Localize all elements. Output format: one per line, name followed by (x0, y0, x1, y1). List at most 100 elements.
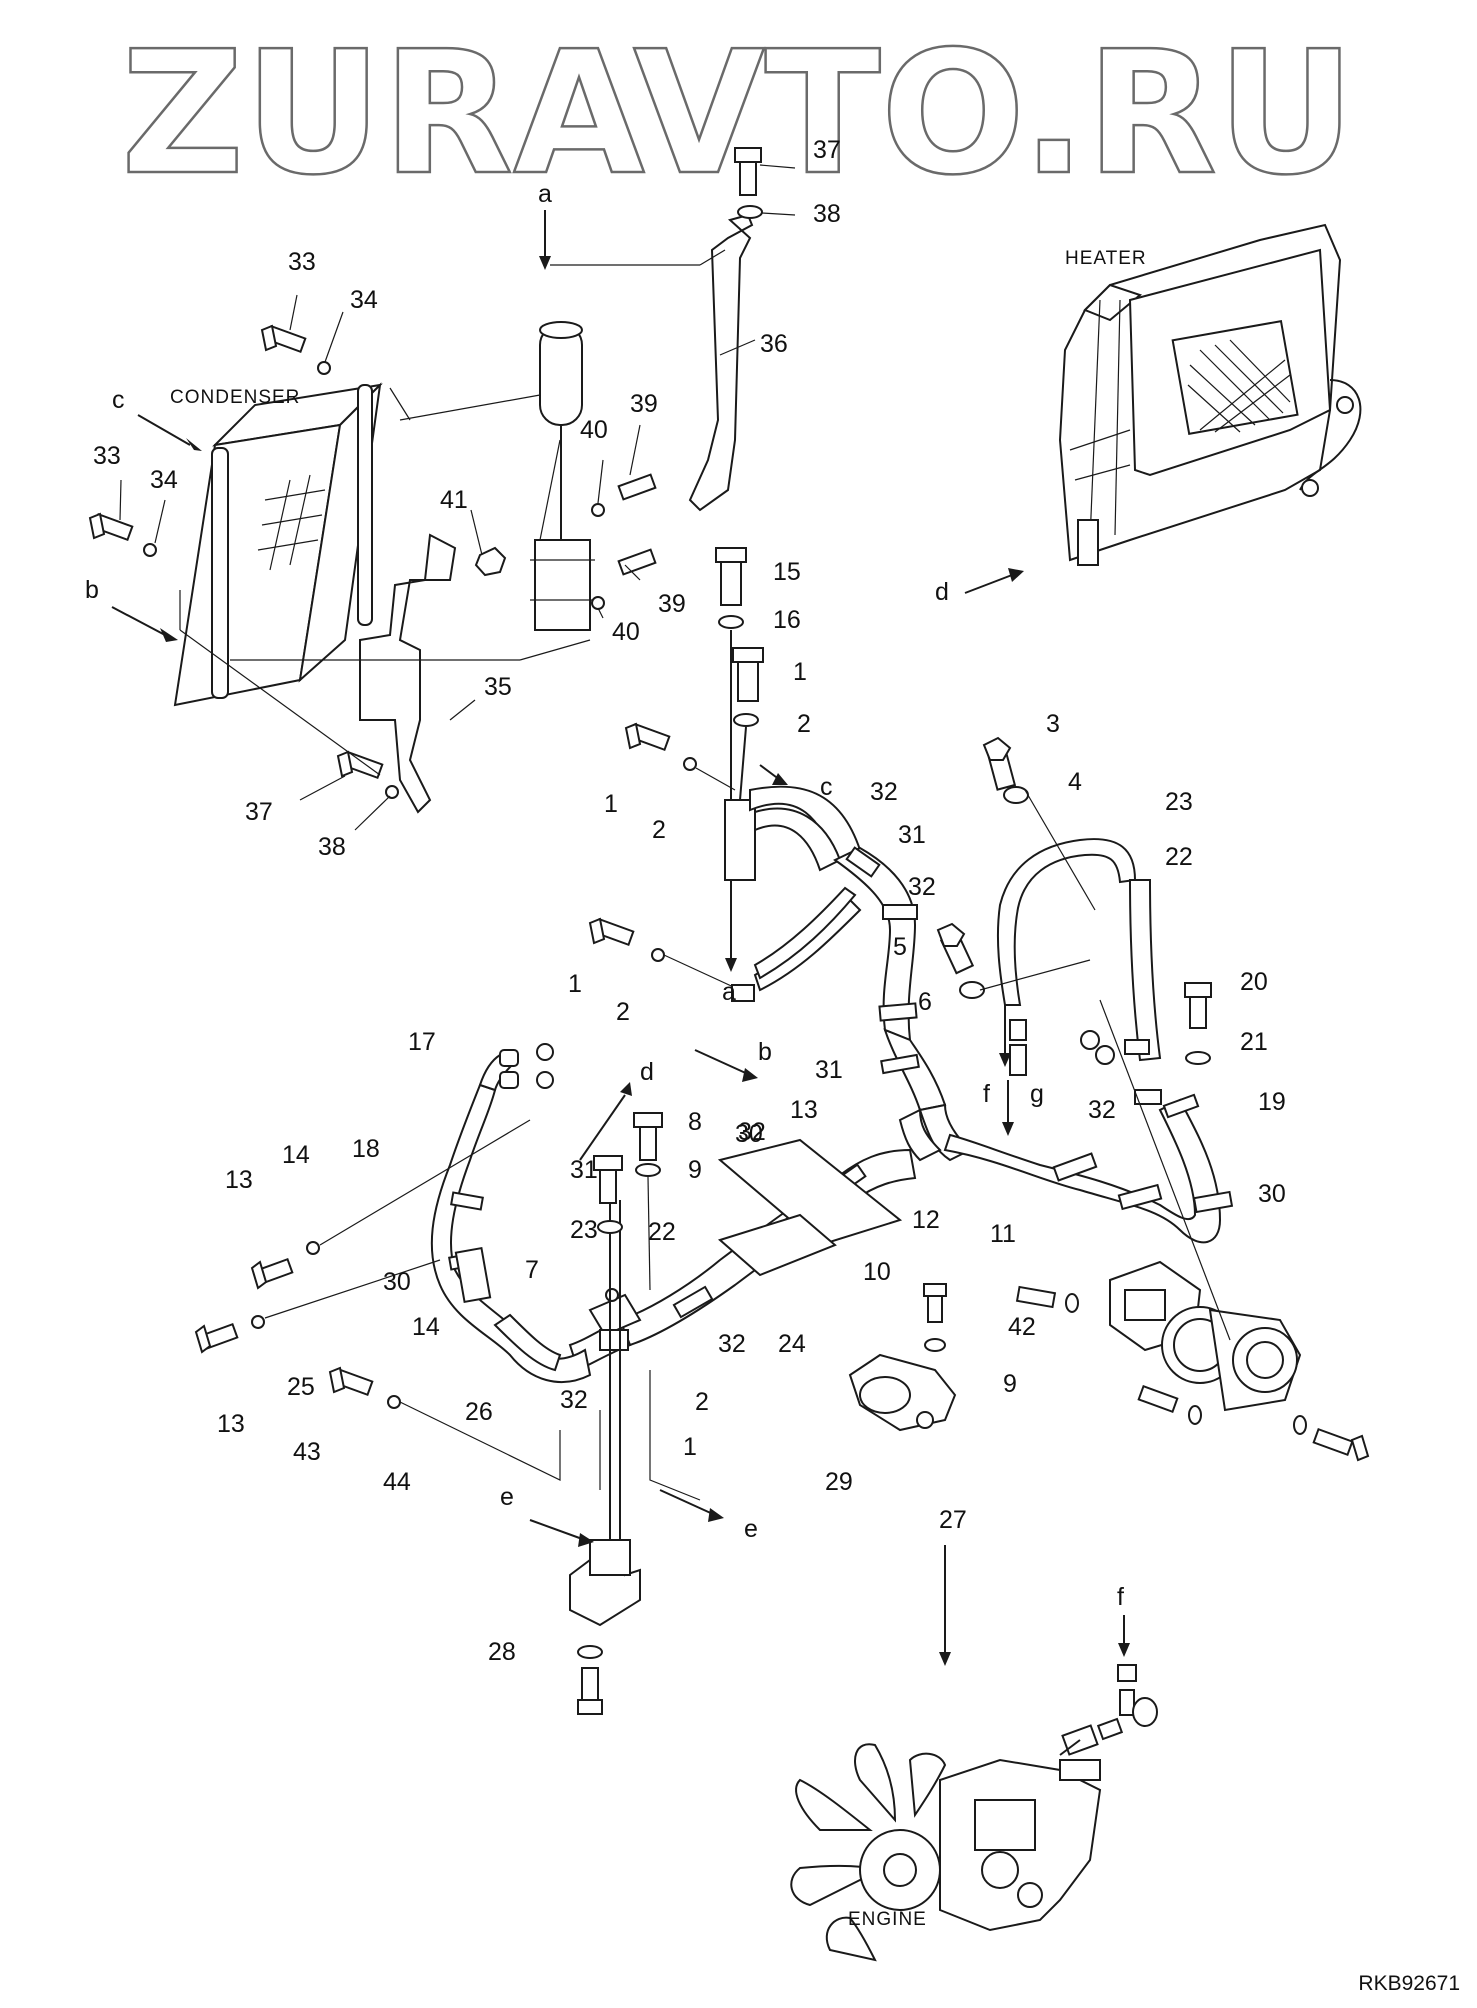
part-number: 43 (293, 1438, 321, 1466)
arrows (111, 210, 1130, 1666)
part-number: 38 (318, 833, 346, 861)
reference-letter: c (820, 773, 833, 801)
engine (790, 1724, 1102, 1962)
compressor (1015, 999, 1370, 1462)
part-number: 6 (918, 988, 932, 1016)
part-number: 13 (790, 1096, 818, 1124)
part-number: 17 (408, 1028, 436, 1056)
reference-letter: e (500, 1483, 514, 1511)
part-number: 32 (718, 1330, 746, 1358)
part-number: 4 (1068, 768, 1082, 796)
part-number: 30 (383, 1268, 411, 1296)
part-number-labels: 37 38 36 33 34 33 34 40 39 41 39 40 35 3… (93, 136, 1286, 1666)
part-number: 11 (990, 1220, 1016, 1248)
bracket-27 (569, 1539, 641, 1715)
part-number: 9 (688, 1156, 702, 1184)
heater-unit (1058, 223, 1362, 566)
part-number: 1 (604, 790, 618, 818)
part-number: 30 (1258, 1180, 1286, 1208)
upper-fittings (588, 547, 862, 1002)
part-number: 18 (352, 1135, 380, 1163)
watermark: ZURAVTO.RU (121, 15, 1355, 213)
part-number: 21 (1240, 1028, 1268, 1056)
part-number: 2 (797, 710, 811, 738)
part-number: 32 (870, 778, 898, 806)
part-number: 10 (863, 1258, 891, 1286)
part-number: 25 (287, 1373, 315, 1401)
reference-letter: e (744, 1515, 758, 1543)
part-number: 22 (648, 1218, 676, 1246)
reference-letter: f (1117, 1583, 1124, 1611)
part-number: 42 (1008, 1313, 1036, 1341)
part-number: 20 (1240, 968, 1268, 996)
bolts-condenser (88, 147, 763, 799)
part-number: 29 (825, 1468, 853, 1496)
part-number: 41 (440, 486, 468, 514)
part-number: 31 (898, 821, 926, 849)
engine-caption: ENGINE (848, 1909, 927, 1930)
bracket-36 (688, 213, 754, 512)
part-number: 1 (568, 970, 582, 998)
junction-block (588, 1200, 642, 1550)
condenser (173, 382, 383, 707)
part-number: 7 (525, 1256, 539, 1284)
part-number: 12 (912, 1206, 940, 1234)
reference-letter: f (983, 1080, 990, 1108)
bolts-right (936, 736, 1212, 1076)
part-number: 35 (484, 673, 512, 701)
reference-letter: d (640, 1058, 654, 1086)
part-number: 32 (738, 1118, 766, 1146)
part-number: 2 (616, 998, 630, 1026)
reference-letter: d (935, 578, 949, 606)
leader-lines (119, 164, 796, 831)
bolts-left (194, 1119, 701, 1501)
part-number: 1 (793, 658, 807, 686)
part-number: 9 (1003, 1370, 1017, 1398)
part-number: 3 (1046, 710, 1060, 738)
part-number: 34 (150, 466, 178, 494)
hoses (430, 838, 1234, 1384)
part-number: 8 (688, 1108, 702, 1136)
part-number: 44 (383, 1468, 411, 1496)
part-number: 40 (580, 416, 608, 444)
part-number: 27 (939, 1506, 967, 1534)
part-number: 36 (760, 330, 788, 358)
receiver-drier (530, 321, 595, 631)
reference-letter: a (538, 180, 552, 208)
bracket-35 (359, 533, 457, 814)
reference-letter: a (722, 978, 736, 1006)
part-number: 2 (652, 816, 666, 844)
reference-letters: a c b d c a b d f g e e f (85, 180, 1124, 1611)
part-number: 33 (288, 248, 316, 276)
drawing-code: RKB92671 (1358, 1972, 1460, 1995)
part-number: 37 (813, 136, 841, 164)
part-number: 23 (570, 1216, 598, 1244)
part-number: 14 (412, 1313, 440, 1341)
part-number: 40 (612, 618, 640, 646)
part-number: 14 (282, 1141, 310, 1169)
fitting-f (1096, 1664, 1158, 1741)
part-number: 31 (815, 1056, 843, 1084)
grommet-42 (848, 1283, 957, 1432)
reference-letter: b (758, 1038, 772, 1066)
part-number: 31 (570, 1156, 598, 1184)
part-number: 32 (560, 1386, 588, 1414)
heater-caption: HEATER (1065, 248, 1147, 269)
part-number: 30 (735, 1120, 763, 1148)
part-number: 23 (1165, 788, 1193, 816)
part-number: 15 (773, 558, 801, 586)
part-number: 33 (93, 442, 121, 470)
part-number: 2 (695, 1388, 709, 1416)
part-number: 28 (488, 1638, 516, 1666)
part-number: 32 (1088, 1096, 1116, 1124)
bolts-center (593, 1112, 663, 1291)
condenser-caption: CONDENSER (170, 387, 300, 408)
part-number: 22 (1165, 843, 1193, 871)
part-number: 13 (217, 1410, 245, 1438)
part-number: 24 (778, 1330, 806, 1358)
part-number: 1 (683, 1433, 697, 1461)
part-number: 39 (658, 590, 686, 618)
reference-letter: b (85, 576, 99, 604)
part-number: 26 (465, 1398, 493, 1426)
